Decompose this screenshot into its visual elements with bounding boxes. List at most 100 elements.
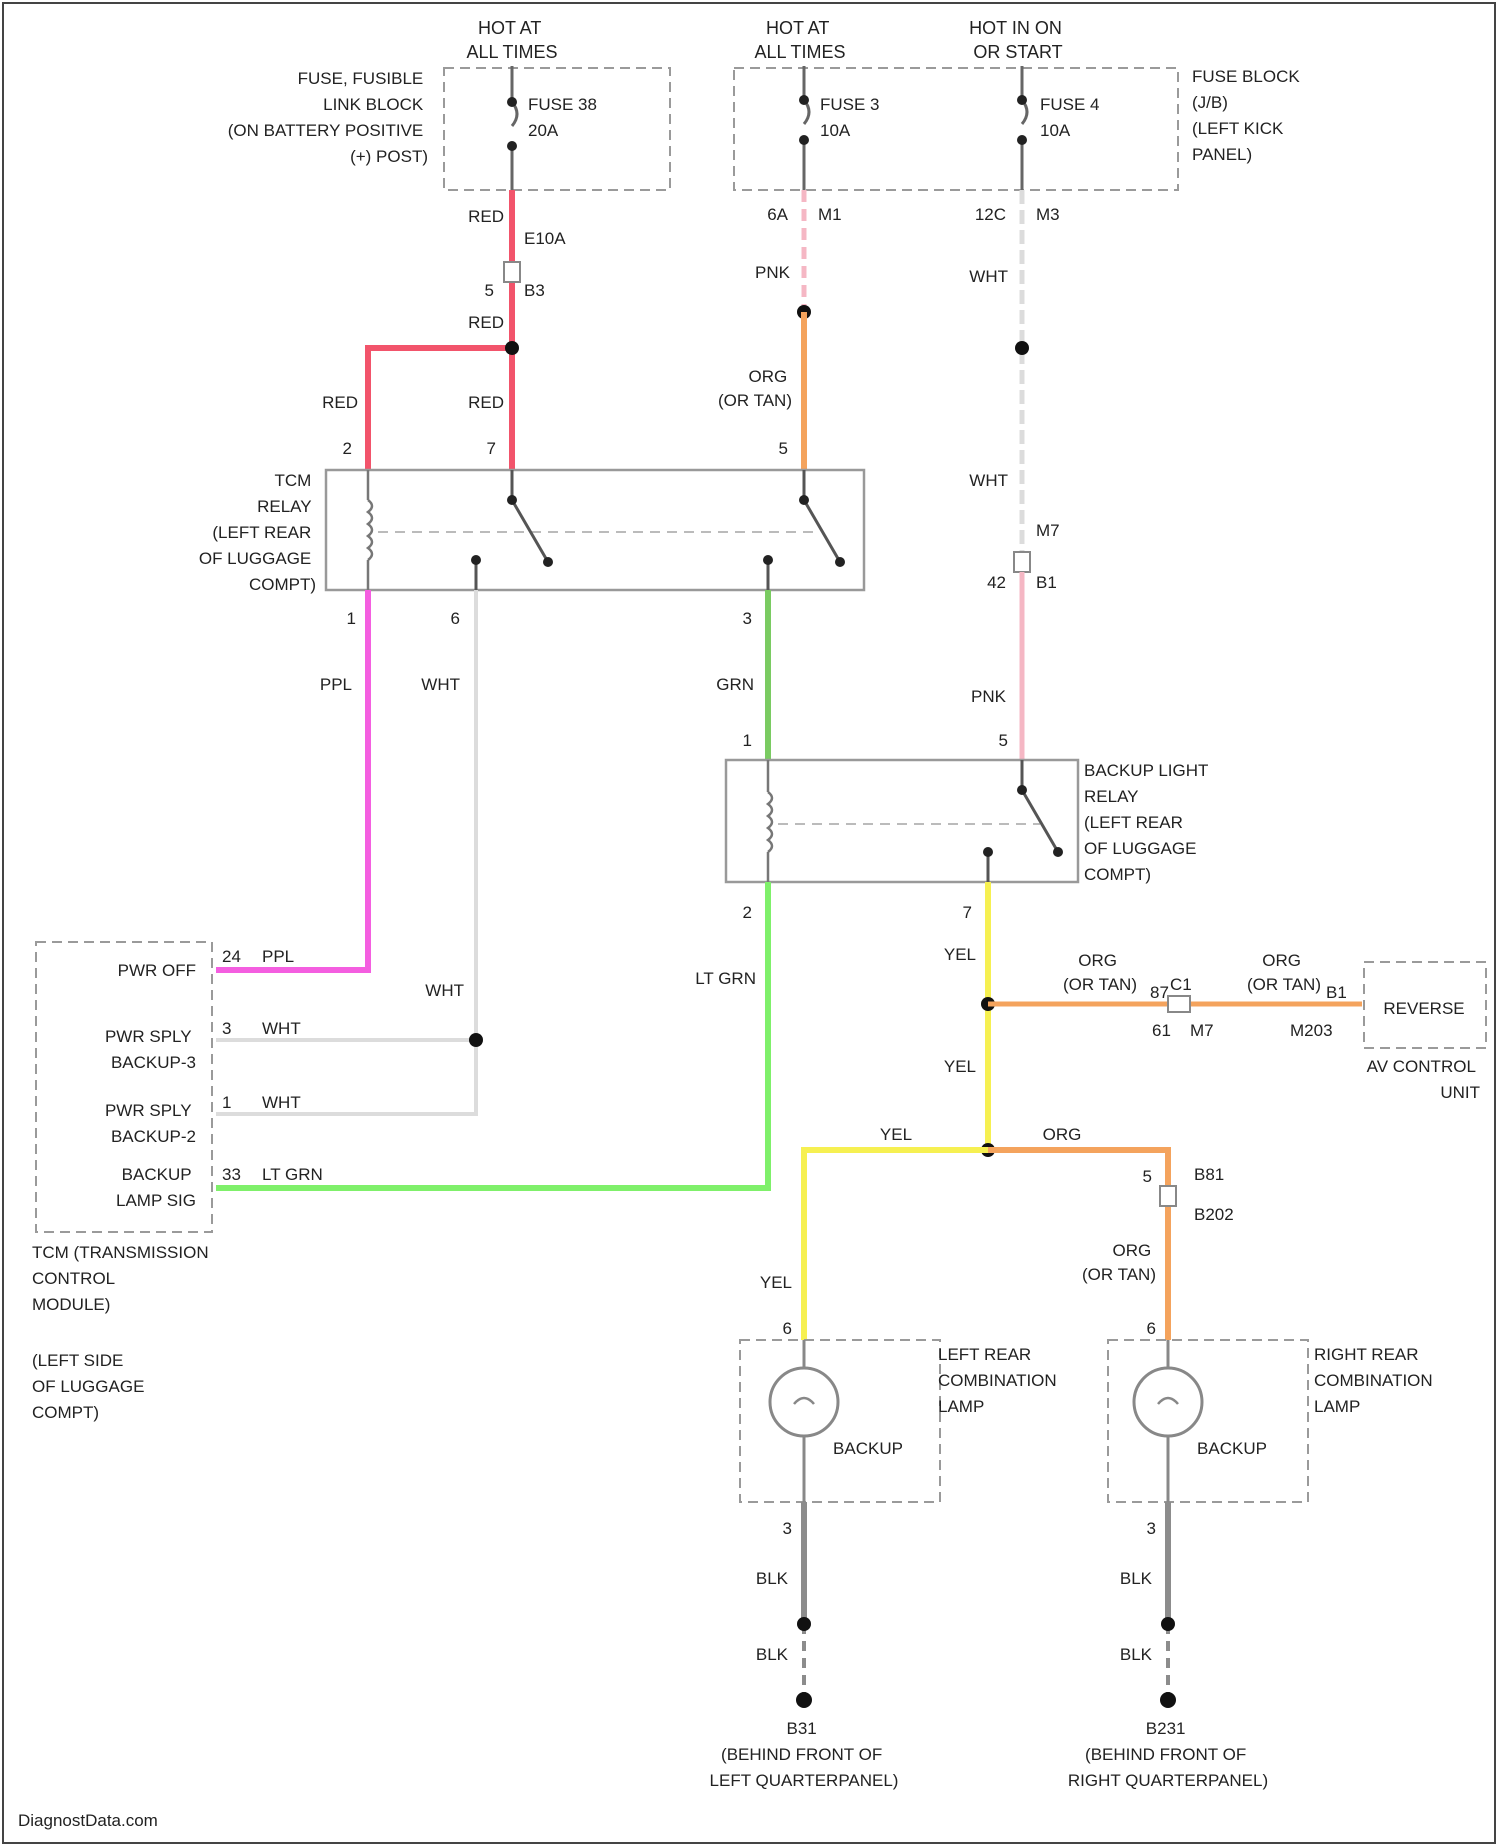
label-line: OF LUGGAGE xyxy=(32,1377,144,1396)
connector-m7-b1 xyxy=(1014,552,1030,572)
left-combination-lamp-label: LEFT REAR COMBINATION LAMP xyxy=(938,1345,1061,1416)
label-line: MODULE) xyxy=(32,1295,110,1314)
label-line: LINK BLOCK xyxy=(323,95,424,114)
tcm-relay-switch-2-pivot xyxy=(799,495,809,505)
right-backup-bulb-label: BACKUP xyxy=(1197,1439,1267,1458)
supply-label-hot-always-1: HOT AT ALL TIMES xyxy=(466,18,557,62)
connector-b3: B3 xyxy=(524,281,545,300)
wire-label-org-av2: ORG (OR TAN) xyxy=(1247,951,1321,994)
tcm-relay-switch-2-tip xyxy=(835,557,845,567)
left-lamp-pin-bottom: 3 xyxy=(783,1519,792,1538)
tcm-relay-box xyxy=(326,470,864,590)
supply-line: HOT AT xyxy=(766,18,829,38)
backup-relay-switch-contact xyxy=(983,847,993,857)
connector-b202-pin: 5 xyxy=(1143,1167,1152,1186)
wire-wht-relay xyxy=(216,590,476,1114)
label-line: OF LUGGAGE xyxy=(199,549,311,568)
wire-label-org-av: ORG (OR TAN) xyxy=(1063,951,1137,994)
tcm-relay-switch-2 xyxy=(768,470,840,590)
supply-line: ALL TIMES xyxy=(754,42,845,62)
fuse-38-contact-bottom xyxy=(507,141,517,151)
label-line: LEFT QUARTERPANEL) xyxy=(710,1771,899,1790)
ground-right-label: B231 (BEHIND FRONT OF RIGHT QUARTERPANEL… xyxy=(1068,1719,1268,1790)
label-line: COMPT) xyxy=(249,575,316,594)
label-line: BACKUP-3 xyxy=(111,1053,196,1072)
tcm-relay-pin-2: 2 xyxy=(343,439,352,458)
wire-label-wht-mid: WHT xyxy=(969,471,1008,490)
label-line: B31 xyxy=(787,1719,817,1738)
connector-e10a-b3 xyxy=(504,262,520,282)
label-line: FUSE 38 xyxy=(528,95,597,114)
wire-label-blk-l1: BLK xyxy=(756,1569,789,1588)
ground-point-left xyxy=(796,1692,812,1708)
label-line: (BEHIND FRONT OF xyxy=(1085,1745,1246,1764)
splice-wht-top xyxy=(1015,341,1029,355)
tcm-relay-pin-1: 1 xyxy=(347,609,356,628)
left-lamp-pin-top: 6 xyxy=(783,1319,792,1338)
backup-relay-pin-7: 7 xyxy=(963,903,972,922)
label-line: (OR TAN) xyxy=(1247,975,1321,994)
connector-b1: B1 xyxy=(1036,573,1057,592)
right-lamp-pin-top: 6 xyxy=(1147,1319,1156,1338)
left-backup-bulb-label: BACKUP xyxy=(833,1439,903,1458)
label-line: 20A xyxy=(528,121,559,140)
label-line: 10A xyxy=(1040,121,1071,140)
splice-red xyxy=(505,341,519,355)
wire-label-org-right2: ORG (OR TAN) xyxy=(1082,1241,1156,1284)
connector-b3-pin: 5 xyxy=(485,281,494,300)
watermark: DiagnostData.com xyxy=(18,1811,158,1830)
backup-relay-switch-tip xyxy=(1053,847,1063,857)
splice-blk-right xyxy=(1161,1617,1175,1631)
right-backup-bulb-icon xyxy=(1134,1368,1202,1436)
backup-relay-box xyxy=(726,760,1078,882)
label-line: (OR TAN) xyxy=(1063,975,1137,994)
tcm-pin-33-num: 33 xyxy=(222,1165,241,1184)
tcm-relay-switch-1-tip xyxy=(543,557,553,567)
splice-blk-left xyxy=(797,1617,811,1631)
left-bulb-filament xyxy=(794,1398,814,1404)
connector-m3-pin: 12C xyxy=(975,205,1006,224)
label-line: ORG xyxy=(749,367,788,386)
tcm-pin-1-num: 1 xyxy=(222,1093,231,1112)
backup-relay-coil xyxy=(768,760,772,882)
tcm-relay-pin-5: 5 xyxy=(779,439,788,458)
wire-label-red-3: RED xyxy=(322,393,358,412)
supply-line: HOT AT xyxy=(478,18,541,38)
label-line: TCM (TRANSMISSION xyxy=(32,1243,209,1262)
tcm-pin-3-label: PWR SPLY BACKUP-3 xyxy=(105,1027,196,1072)
backup-relay-switch-pivot xyxy=(1017,785,1027,795)
tcm-relay-label: TCM RELAY (LEFT REAR OF LUGGAGE COMPT) xyxy=(199,471,316,594)
tcm-relay-pin-3: 3 xyxy=(743,609,752,628)
fuse-3-contact-top xyxy=(799,95,809,105)
ground-point-right xyxy=(1160,1692,1176,1708)
av-conn-a-name: C1 xyxy=(1170,975,1192,994)
av-conn-c-pin: B1 xyxy=(1326,983,1347,1002)
tcm-pin-1-wire: WHT xyxy=(262,1093,301,1112)
connector-b202: B202 xyxy=(1194,1205,1234,1224)
fuse-block-label: FUSE BLOCK (J/B) (LEFT KICK PANEL) xyxy=(1192,67,1304,164)
wire-label-red-2: RED xyxy=(468,313,504,332)
av-conn-b-pin: 61 xyxy=(1152,1021,1171,1040)
backup-relay-pin-2: 2 xyxy=(743,903,752,922)
av-control-unit-label: AV CONTROL UNIT xyxy=(1367,1057,1480,1102)
right-bulb-filament xyxy=(1158,1398,1178,1404)
av-reverse-pin: REVERSE xyxy=(1383,999,1464,1018)
supply-label-hot-always-2: HOT AT ALL TIMES xyxy=(754,18,845,62)
fusible-link-block-label: FUSE, FUSIBLE LINK BLOCK (ON BATTERY POS… xyxy=(228,69,428,166)
wire-label-wht-tcm: WHT xyxy=(425,981,464,1000)
tcm-module-box xyxy=(36,942,212,1232)
label-line: CONTROL xyxy=(32,1269,115,1288)
label-line: (+) POST) xyxy=(350,147,428,166)
label-line: PWR OFF xyxy=(118,961,196,980)
connector-m1: M1 xyxy=(818,205,842,224)
label-line: COMPT) xyxy=(1084,865,1151,884)
label-line: LAMP SIG xyxy=(116,1191,196,1210)
av-conn-b-name: M7 xyxy=(1190,1021,1214,1040)
tcm-module-name: TCM (TRANSMISSION CONTROL MODULE) xyxy=(32,1243,213,1314)
wire-yel-left-lamp xyxy=(804,1150,988,1340)
fuse-3-symbol xyxy=(804,66,809,190)
label-line: BACKUP xyxy=(122,1165,192,1184)
label-line: UNIT xyxy=(1440,1083,1480,1102)
